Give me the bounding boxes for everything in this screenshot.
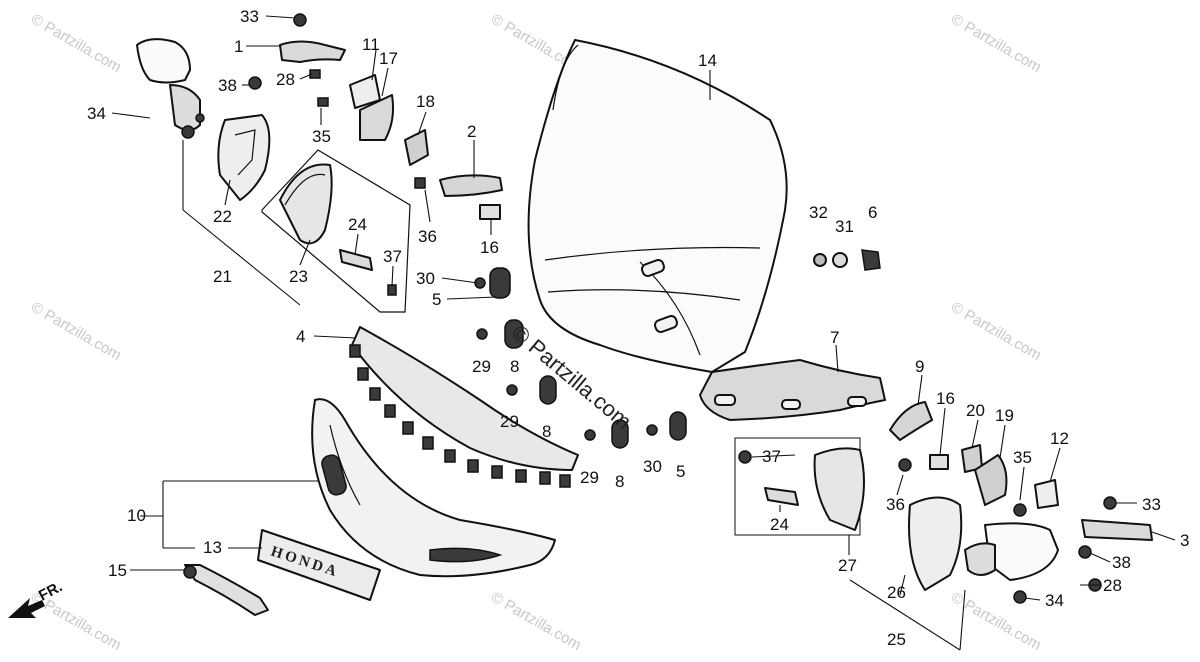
callout-27: 27 — [838, 556, 857, 575]
callout-26: 26 — [887, 583, 906, 602]
callout-12: 12 — [1050, 429, 1069, 448]
callout-8: 8 — [615, 472, 624, 491]
callout-16: 16 — [936, 389, 955, 408]
callout-33: 33 — [240, 7, 259, 26]
callout-29: 29 — [500, 412, 519, 431]
callout-33: 33 — [1142, 495, 1161, 514]
callout-32: 32 — [809, 203, 828, 222]
callout-34: 34 — [1045, 591, 1064, 610]
callout-35: 35 — [1013, 448, 1032, 467]
callout-13: 13 — [203, 538, 222, 557]
callout-16: 16 — [480, 238, 499, 257]
callout-7: 7 — [830, 328, 839, 347]
leader-lines — [111, 15, 1176, 651]
windshield-part — [527, 39, 788, 373]
right-bracket-group — [734, 437, 865, 536]
callout-9: 9 — [915, 357, 924, 376]
left-mirror-part — [136, 38, 205, 139]
callout-22: 22 — [213, 207, 232, 226]
callout-31: 31 — [835, 217, 854, 236]
callout-28: 28 — [1103, 576, 1122, 595]
callout-29: 29 — [580, 468, 599, 487]
callout-18: 18 — [416, 92, 435, 111]
watermark: © Partzilla.com — [28, 11, 124, 76]
callout-36: 36 — [418, 227, 437, 246]
left-plates-part — [349, 74, 429, 166]
callout-37: 37 — [762, 447, 781, 466]
left-mirror-cover-part — [217, 114, 271, 201]
callout-37: 37 — [383, 247, 402, 266]
callout-24: 24 — [770, 515, 789, 534]
callout-1: 1 — [234, 37, 243, 56]
callout-20: 20 — [966, 401, 985, 420]
callout-30: 30 — [416, 269, 435, 288]
watermark: © Partzilla.com — [28, 299, 124, 364]
lower-cowl-part — [311, 398, 556, 578]
callout-14: 14 — [698, 51, 717, 70]
right-brackets — [889, 401, 1059, 517]
callout-35: 35 — [312, 127, 331, 146]
right-nuts — [813, 249, 881, 271]
callout-15: 15 — [108, 561, 127, 580]
right-mirror-part — [908, 496, 1153, 604]
garnish-clips — [349, 344, 571, 488]
callout-11: 11 — [362, 35, 380, 54]
callout-5: 5 — [432, 290, 441, 309]
callout-29: 29 — [472, 357, 491, 376]
watermark: © Partzilla.com — [948, 299, 1044, 364]
callout-2: 2 — [467, 122, 476, 141]
callout-8: 8 — [510, 357, 519, 376]
callout-21: 21 — [213, 267, 232, 286]
center-grommets — [474, 267, 687, 449]
callout-28: 28 — [276, 70, 295, 89]
callout-6: 6 — [868, 203, 877, 222]
callout-10: 10 — [127, 506, 146, 525]
upper-cover-part — [699, 359, 886, 421]
callout-labels: 33 1 38 28 34 11 17 18 35 2 36 16 22 21 … — [87, 7, 1189, 649]
center-stay-part — [414, 174, 503, 220]
callout-4: 4 — [296, 327, 305, 346]
callout-36: 36 — [886, 495, 905, 514]
callout-38: 38 — [218, 76, 237, 95]
callout-19: 19 — [995, 406, 1014, 425]
callout-8: 8 — [542, 422, 551, 441]
emblem-bracket-part — [183, 564, 269, 616]
callout-5: 5 — [676, 462, 685, 481]
callout-38: 38 — [1112, 553, 1131, 572]
watermark: © Partzilla.com — [948, 11, 1044, 76]
callout-30: 30 — [643, 457, 662, 476]
garnish-part — [349, 326, 579, 488]
left-stay-part — [248, 13, 346, 107]
callout-17: 17 — [379, 49, 398, 68]
left-bracket-group — [261, 149, 411, 313]
callout-24: 24 — [348, 215, 367, 234]
watermark: © Partzilla.com — [488, 589, 584, 654]
callout-34: 34 — [87, 104, 106, 123]
callout-23: 23 — [289, 267, 308, 286]
callout-3: 3 — [1180, 531, 1189, 550]
callout-25: 25 — [887, 630, 906, 649]
